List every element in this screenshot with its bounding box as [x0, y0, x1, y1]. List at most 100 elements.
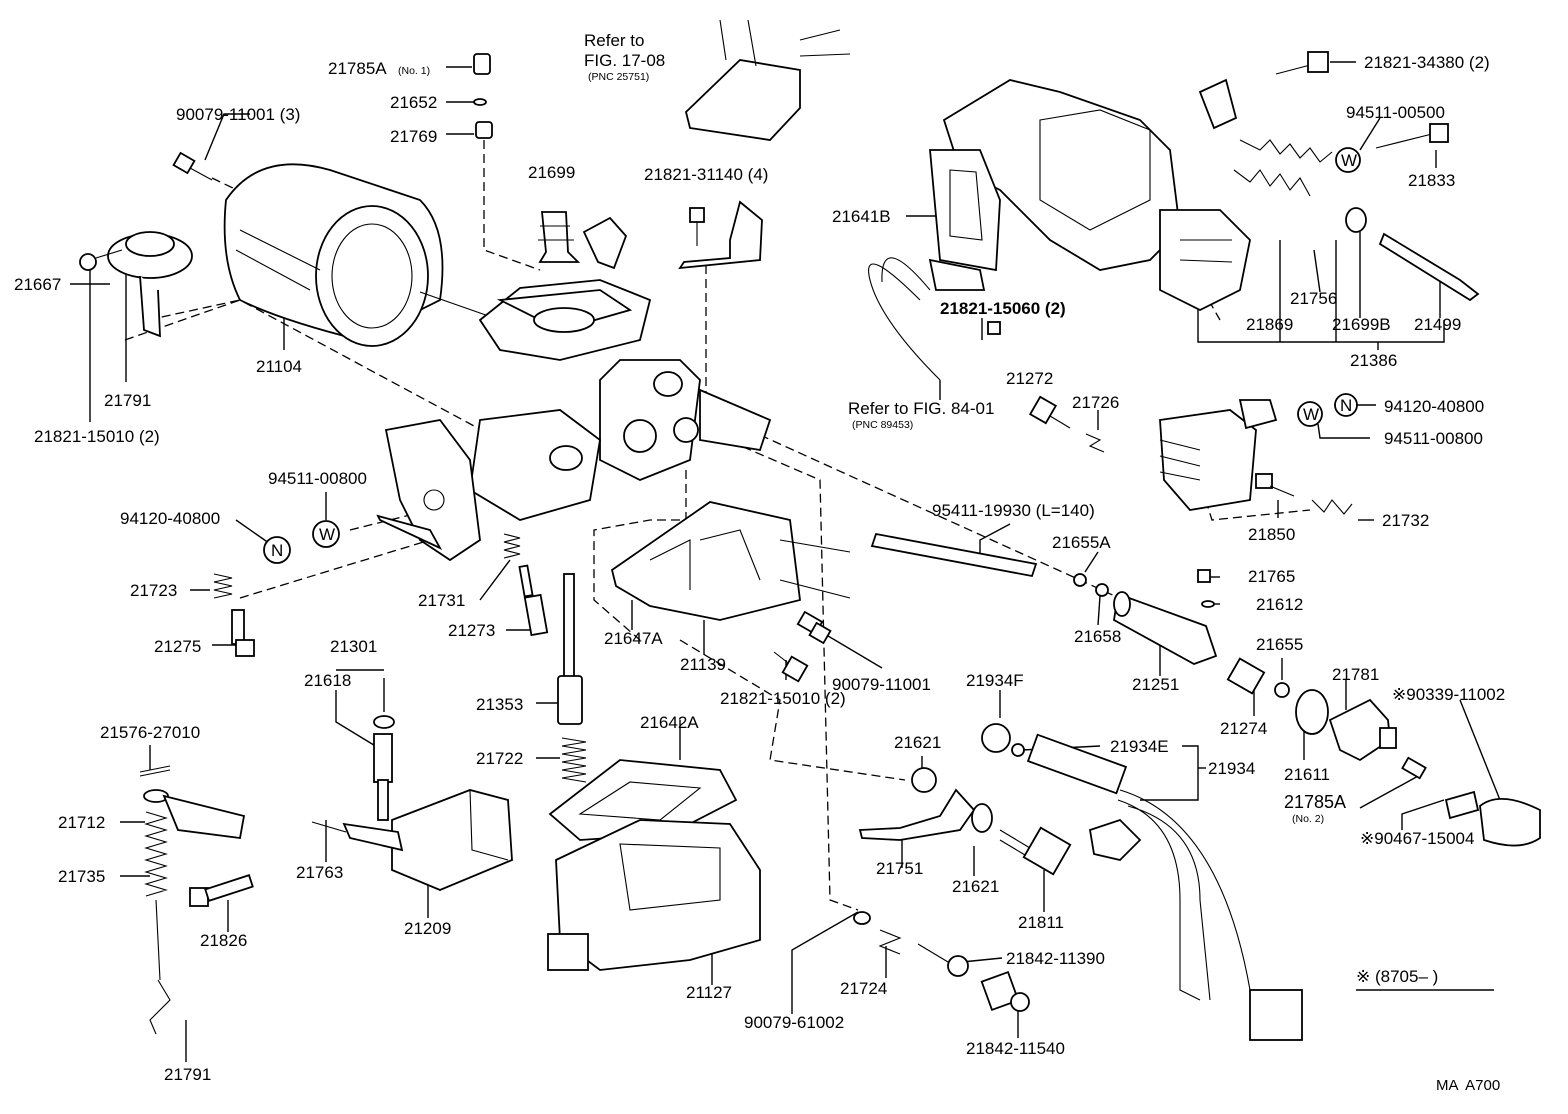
ref-fig84-line1: Refer to FIG. 84-01 — [848, 399, 994, 418]
label-94511-00800-left: 94511-00800 — [268, 469, 367, 488]
plate-21647A — [610, 501, 851, 621]
washer-W-symbol: W — [319, 525, 335, 544]
label-94511-00500: 94511-00500 — [1346, 103, 1445, 122]
label-21726: 21726 — [1072, 393, 1119, 412]
rod-21499 — [1378, 232, 1480, 302]
label-21785A-no1: 21785A — [328, 59, 387, 78]
screw-90079-top — [172, 151, 213, 181]
washer-W-symbol-3: W — [1303, 405, 1319, 424]
label-21641B: 21641B — [832, 207, 891, 226]
label-21821-15060: 21821-15060 (2) — [940, 299, 1066, 318]
boot-21699 — [538, 211, 628, 270]
sensor-21842-11540 — [980, 970, 1030, 1012]
label-21724: 21724 — [840, 979, 887, 998]
cover-21209 — [311, 789, 513, 891]
screw-21850 — [1255, 473, 1295, 497]
linkage-21735 — [139, 765, 246, 1035]
label-21272: 21272 — [1006, 369, 1053, 388]
label-21712: 21712 — [58, 813, 105, 832]
bracket-21821-31140 — [678, 200, 763, 270]
washer-W-94511-00500: W — [1335, 147, 1361, 173]
choke-body-21386 — [942, 79, 1251, 312]
label-21934E: 21934E — [1110, 737, 1169, 756]
label-21621-a: 21621 — [894, 733, 941, 752]
ring-21655A — [1073, 573, 1087, 587]
nut-N-left: N — [263, 536, 291, 564]
label-21821-15010-top: 21821-15010 (2) — [34, 427, 160, 446]
label-21842-11540: 21842-11540 — [966, 1039, 1065, 1058]
label-21785A-no2-sub: (No. 2) — [1292, 813, 1324, 825]
label-90339-11002: ※90339-11002 — [1392, 685, 1505, 704]
label-21850: 21850 — [1248, 525, 1295, 544]
label-21611: 21611 — [1284, 765, 1330, 784]
spring-21722 — [561, 737, 587, 783]
spring-21731 — [503, 533, 521, 559]
label-21732: 21732 — [1382, 511, 1429, 530]
spring-21869-a — [1239, 139, 1333, 163]
label-21658: 21658 — [1074, 627, 1121, 646]
bolt-21821-34380 — [1275, 51, 1329, 75]
screw-21272 — [1028, 395, 1071, 429]
tube-95411 — [870, 532, 1038, 578]
label-21621-b: 21621 — [952, 877, 999, 896]
washer-W-left: W — [312, 520, 340, 548]
label-21647A: 21647A — [604, 629, 663, 648]
screw-21273 — [518, 564, 549, 637]
valve-21251 — [1113, 591, 1218, 665]
label-21763: 21763 — [296, 863, 343, 882]
spring-21723 — [213, 573, 233, 599]
label-21791-top: 21791 — [104, 391, 151, 410]
label-21699B: 21699B — [1332, 315, 1391, 334]
part-drawings: W N — [79, 19, 1541, 1041]
clip-top-right — [1198, 78, 1238, 130]
cap-90339 — [1479, 797, 1541, 847]
washer-21621-a — [911, 767, 937, 793]
diaphragm-housing-21104 — [223, 163, 501, 347]
switch-21934 — [1026, 733, 1303, 1041]
ring-21612 — [1201, 600, 1215, 608]
spring-21724 — [878, 929, 902, 955]
label-21751: 21751 — [876, 859, 923, 878]
valve-21667 — [107, 231, 193, 338]
clamp-90467 — [1444, 790, 1480, 820]
label-21652: 21652 — [390, 93, 437, 112]
label-21781: 21781 — [1332, 665, 1379, 684]
bolt-21821-15060 — [987, 321, 1001, 335]
label-94120-40800-right: 94120-40800 — [1384, 397, 1484, 416]
label-21833: 21833 — [1408, 171, 1455, 190]
connector-fig84 — [868, 257, 986, 381]
ring-21934E — [1011, 743, 1025, 757]
label-21842-11390: 21842-11390 — [1006, 949, 1105, 968]
label-94120-40800-left: 94120-40800 — [120, 509, 220, 528]
washer-90079-61002 — [853, 911, 871, 925]
label-21655: 21655 — [1256, 635, 1303, 654]
pin-21826 — [189, 874, 254, 907]
label-21273: 21273 — [448, 621, 495, 640]
label-21275: 21275 — [154, 637, 201, 656]
valve-21781 — [1328, 698, 1397, 762]
label-21735: 21735 — [58, 867, 105, 886]
label-90079-61002: 90079-61002 — [744, 1013, 844, 1032]
label-90079-11001-3: 90079-11001 (3) — [176, 105, 300, 124]
label-21499: 21499 — [1414, 315, 1461, 334]
screw-90079-mid — [796, 610, 832, 645]
label-21655A: 21655A — [1052, 533, 1111, 552]
washer-21621-b — [971, 803, 993, 833]
label-21785A-no1-sub: (No. 1) — [398, 65, 430, 77]
label-21934F: 21934F — [966, 671, 1024, 690]
spring-21869-b — [1233, 169, 1311, 197]
spring-21732 — [1311, 499, 1353, 515]
gasket-21611 — [1295, 689, 1329, 735]
label-21826: 21826 — [200, 931, 247, 950]
nut-N-symbol: N — [271, 541, 283, 560]
label-21785A-no2: 21785A — [1284, 792, 1346, 812]
ring-21658 — [1095, 583, 1109, 597]
label-90079-11001: 90079-11001 — [832, 675, 931, 694]
washer-W-right: W — [1297, 401, 1323, 427]
diagram-code: MA A700 — [1436, 1077, 1500, 1094]
nut-N-right: N — [1334, 393, 1358, 417]
label-94511-00800-right: 94511-00800 — [1384, 429, 1483, 448]
valve-21274 — [1226, 657, 1266, 695]
label-95411-19930: 95411-19930 (L=140) — [932, 501, 1095, 520]
label-21301: 21301 — [330, 637, 377, 656]
